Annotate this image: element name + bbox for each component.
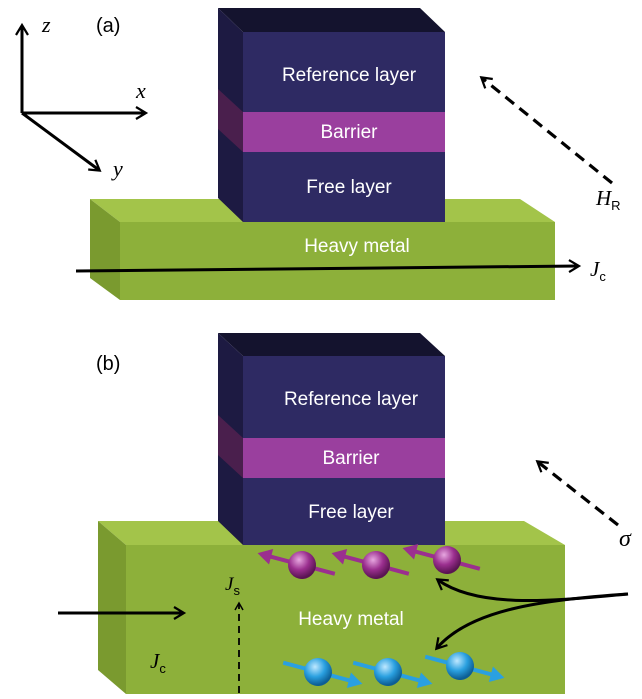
free-layer-label-a: Free layer: [306, 177, 392, 198]
panel-b-label: (b): [96, 353, 120, 375]
polarization-arrow: [535, 460, 619, 527]
barrier-label-a: Barrier: [320, 122, 378, 143]
heavy-metal-front-face: [126, 545, 565, 694]
z-axis-label: z: [41, 12, 51, 37]
reference-layer-face: [243, 32, 445, 112]
barrier-face: [243, 438, 445, 478]
barrier-label-b: Barrier: [322, 448, 380, 469]
stack-top-face: [218, 8, 445, 32]
spin-electron-down: [352, 658, 433, 689]
spin-electron-down: [424, 652, 505, 683]
deflection-down-arrow: [434, 592, 629, 651]
stack-top-face: [218, 333, 445, 356]
heavy-metal-front-face: [120, 222, 555, 300]
free-layer-face: [243, 152, 445, 222]
reference-layer-label-b: Reference layer: [284, 389, 419, 410]
free-layer-face: [243, 478, 445, 545]
spin-hall-deflection-arrows: [434, 578, 629, 651]
rashba-field-arrow: [479, 76, 614, 185]
heavy-metal-side-face: [98, 521, 126, 694]
heavy-metal-label-b: Heavy metal: [298, 609, 404, 630]
free-layer-label-b: Free layer: [308, 502, 394, 523]
polarization-label: σ: [619, 526, 632, 552]
barrier-side-face: [218, 89, 243, 152]
heavy-metal-slab-b: Heavy metal: [98, 521, 565, 694]
charge-current-arrow-a: [75, 259, 582, 274]
barrier-side-face: [218, 415, 243, 478]
spin-electron-down: [282, 658, 363, 689]
heavy-metal-label-a: Heavy metal: [304, 236, 410, 257]
rashba-field-label: HR: [595, 186, 621, 213]
y-axis-arrow: [21, 111, 102, 172]
mtj-stack-b: Reference layer Barrier Free layer: [218, 333, 445, 545]
reference-layer-label-a: Reference layer: [282, 65, 417, 86]
spin-down-electrons: [282, 652, 505, 689]
spin-electron-up: [402, 543, 481, 574]
y-axis-label: y: [111, 156, 123, 181]
mtj-stack-a: Reference layer Barrier Free layer: [218, 8, 445, 222]
spin-electron-up: [257, 548, 336, 579]
axes-diagram: z x y: [15, 12, 149, 181]
charge-current-label-a: Jc: [590, 257, 606, 284]
panel-a: (a) z x y Heavy metal Reference layer: [15, 8, 621, 300]
reference-layer-face: [243, 356, 445, 438]
x-axis-label: x: [135, 78, 146, 103]
charge-current-label-b: Jc: [150, 649, 166, 676]
spin-current-label: Js: [225, 574, 240, 598]
spin-electron-up: [331, 548, 410, 579]
heavy-metal-side-face: [90, 199, 120, 300]
spin-up-electrons: [257, 543, 481, 579]
panel-b: (b) Heavy metal Reference layer Barrier …: [58, 333, 632, 694]
panel-a-label: (a): [96, 15, 120, 37]
barrier-face: [243, 112, 445, 152]
